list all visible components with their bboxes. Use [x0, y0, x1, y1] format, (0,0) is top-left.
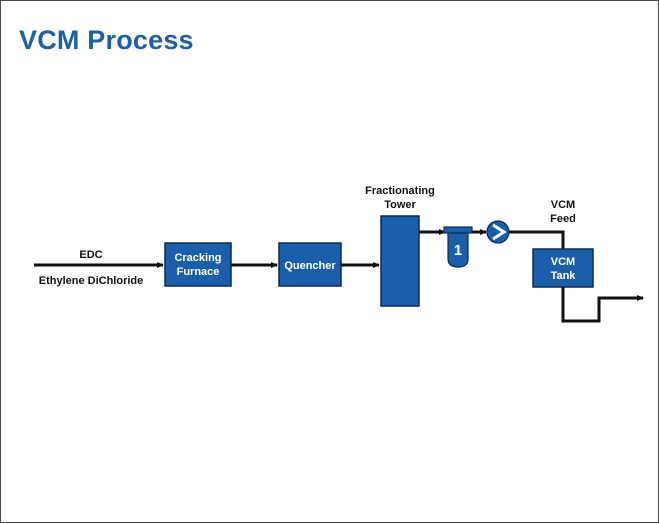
vcm-tank-label-line2: Tank — [551, 270, 577, 282]
edc-label: EDC — [79, 249, 102, 261]
cracking-furnace-label-line2: Furnace — [177, 266, 220, 278]
cracking-furnace-label-line1: Cracking — [174, 252, 221, 264]
page-title: VCM Process — [19, 25, 194, 55]
fractionating-tower-block — [380, 215, 420, 307]
vcm-feed-label-line1: VCM — [551, 199, 575, 211]
vcm-feed-label-line2: Feed — [550, 213, 576, 225]
tank-outlet-line — [561, 287, 644, 323]
pump-to-tank-line — [509, 230, 565, 249]
filter-number: 1 — [454, 242, 462, 259]
vcm-tank-label-line1: VCM — [551, 256, 575, 268]
pump-icon — [486, 220, 510, 244]
filter-vessel-icon — [443, 226, 473, 268]
cracking-furnace-block — [164, 242, 232, 287]
tower-label-line2: Tower — [384, 199, 416, 211]
vcm-tank-block — [532, 248, 594, 288]
edc-name-label: Ethylene DiChloride — [39, 275, 144, 287]
tower-label-line1: Fractionating — [365, 185, 435, 197]
quencher-label: Quencher — [284, 260, 336, 272]
